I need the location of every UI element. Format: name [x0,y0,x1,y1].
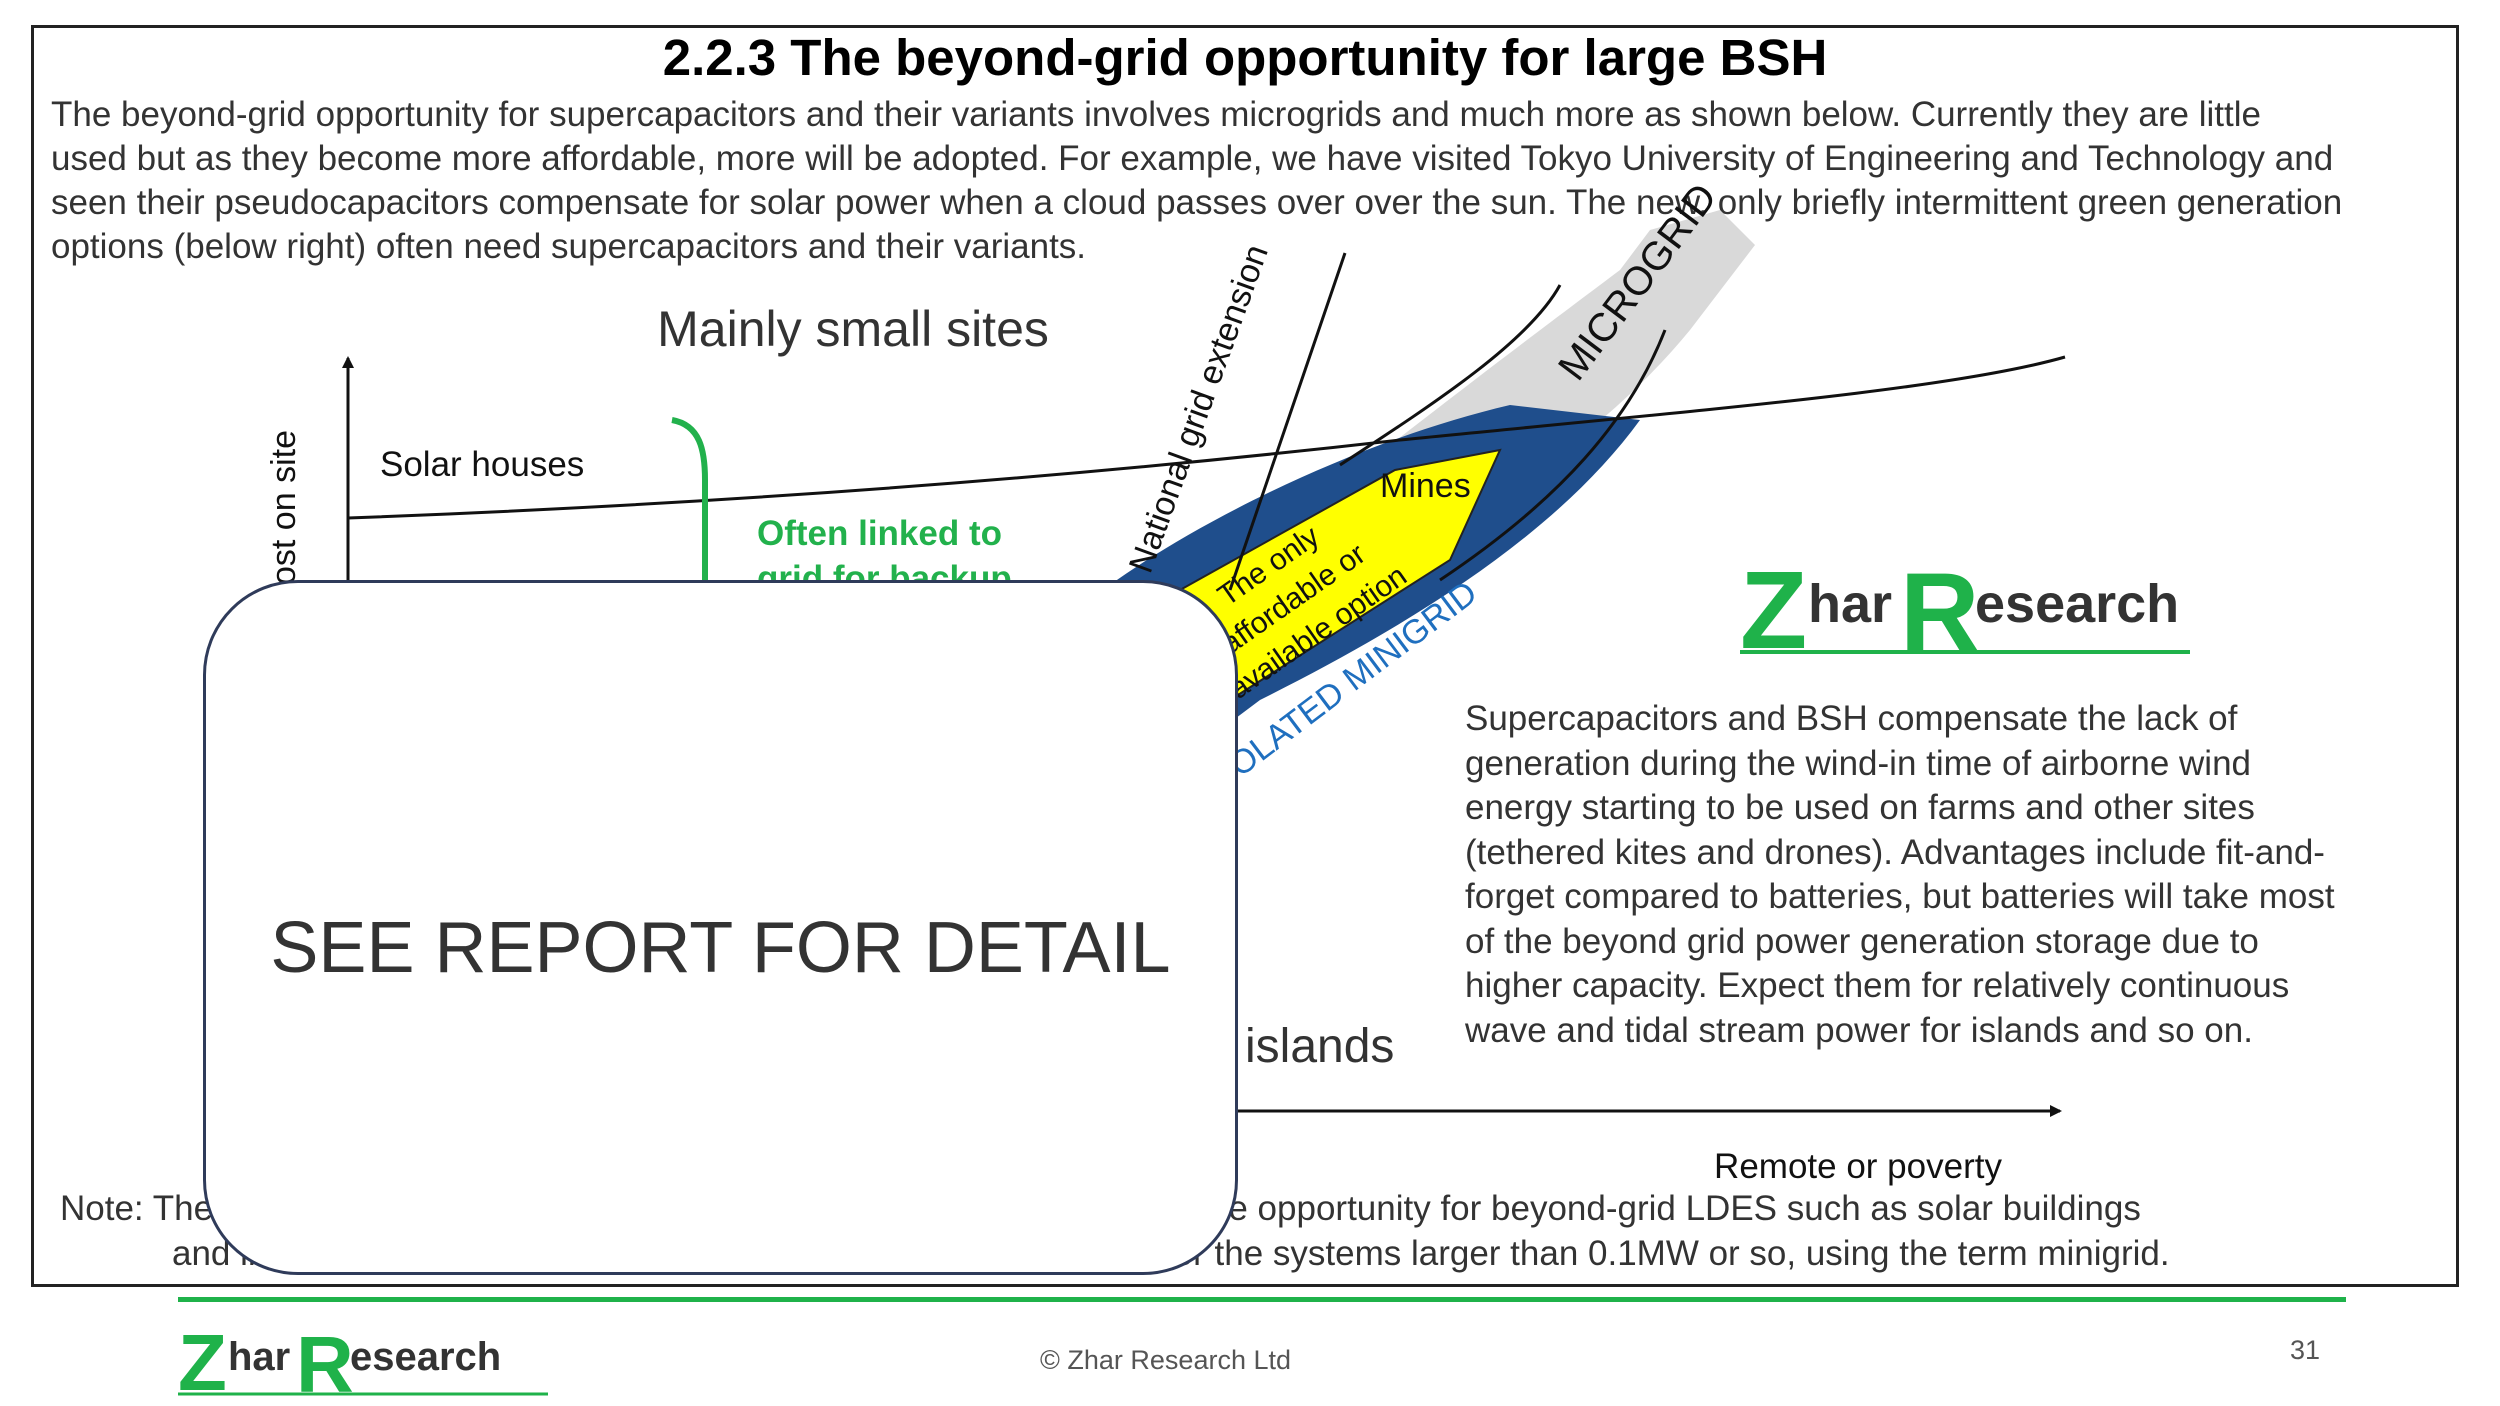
footer-logo: Z har R esearch [178,1318,548,1398]
slide-title: 2.2.3 The beyond-grid opportunity for la… [662,29,1828,86]
description-line: of the beyond grid power generation stor… [1465,921,2259,961]
description-line: (tethered kites and drones). Advantages … [1465,832,2325,872]
note-line: Note: The portant part of the opportunit… [60,1189,2141,1228]
description-line: generation during the wind-in time of ai… [1465,743,2252,783]
slide-frame [31,25,2459,1287]
note-paragraph: Note: The portant part of the opportunit… [60,1186,2460,1276]
supercapacitor-description: Supercapacitors and BSH compensate the l… [1465,697,2425,1053]
intro-paragraph: The beyond-grid opportunity for supercap… [51,93,2471,269]
mines-label: Mines [1380,467,1471,505]
microgrid-curve [1439,329,1667,582]
logo-r: R [296,1320,354,1398]
copyright: © Zhar Research Ltd [1040,1345,1292,1375]
x-axis-label: Remote or poverty [1714,1147,2002,1186]
green-bracket [671,417,708,640]
microgrid-curve [1339,284,1562,467]
description-line: wave and tidal stream power for islands … [1465,1010,2253,1050]
logo-esearch: esearch [350,1335,501,1379]
description-line: Supercapacitors and BSH compensate the l… [1465,699,2238,738]
intro-line: The beyond-grid opportunity for supercap… [51,95,2261,134]
page-number: 31 [2290,1335,2321,1365]
description-line: higher capacity. Expect them for relativ… [1465,966,2290,1005]
zhar-research-logo: Z har R esearch [1740,549,2190,674]
logo-r: R [1900,551,1979,674]
logo-esearch: esearch [1975,574,2179,634]
intro-line: options (below right) often need superca… [51,227,1087,266]
report-detail-overlay: SEE REPORT FOR DETAIL [203,580,1238,1275]
intro-line: seen their pseudocapacitors compensate f… [51,183,2343,222]
description-line: forget compared to batteries, but batter… [1465,877,2335,916]
intro-line: used but as they become more affordable,… [51,139,2334,178]
diagram-heading: Mainly small sites [657,301,1049,357]
national-grid-line [1228,252,1347,591]
footer-divider [178,1297,2346,1302]
solar-houses-label: Solar houses [380,445,584,484]
logo-z: Z [178,1318,227,1398]
islands-label: islands [1245,1020,1394,1073]
logo-har: har [1808,574,1892,634]
y-axis-label: ost on site [265,430,303,585]
often-linked-label: Often linked to [757,514,1002,553]
logo-har: har [228,1335,290,1379]
solar-houses-curve [347,355,2066,520]
overlay-text: SEE REPORT FOR DETAIL [270,907,1171,988]
description-line: energy starting to be used on farms and … [1465,788,2255,827]
